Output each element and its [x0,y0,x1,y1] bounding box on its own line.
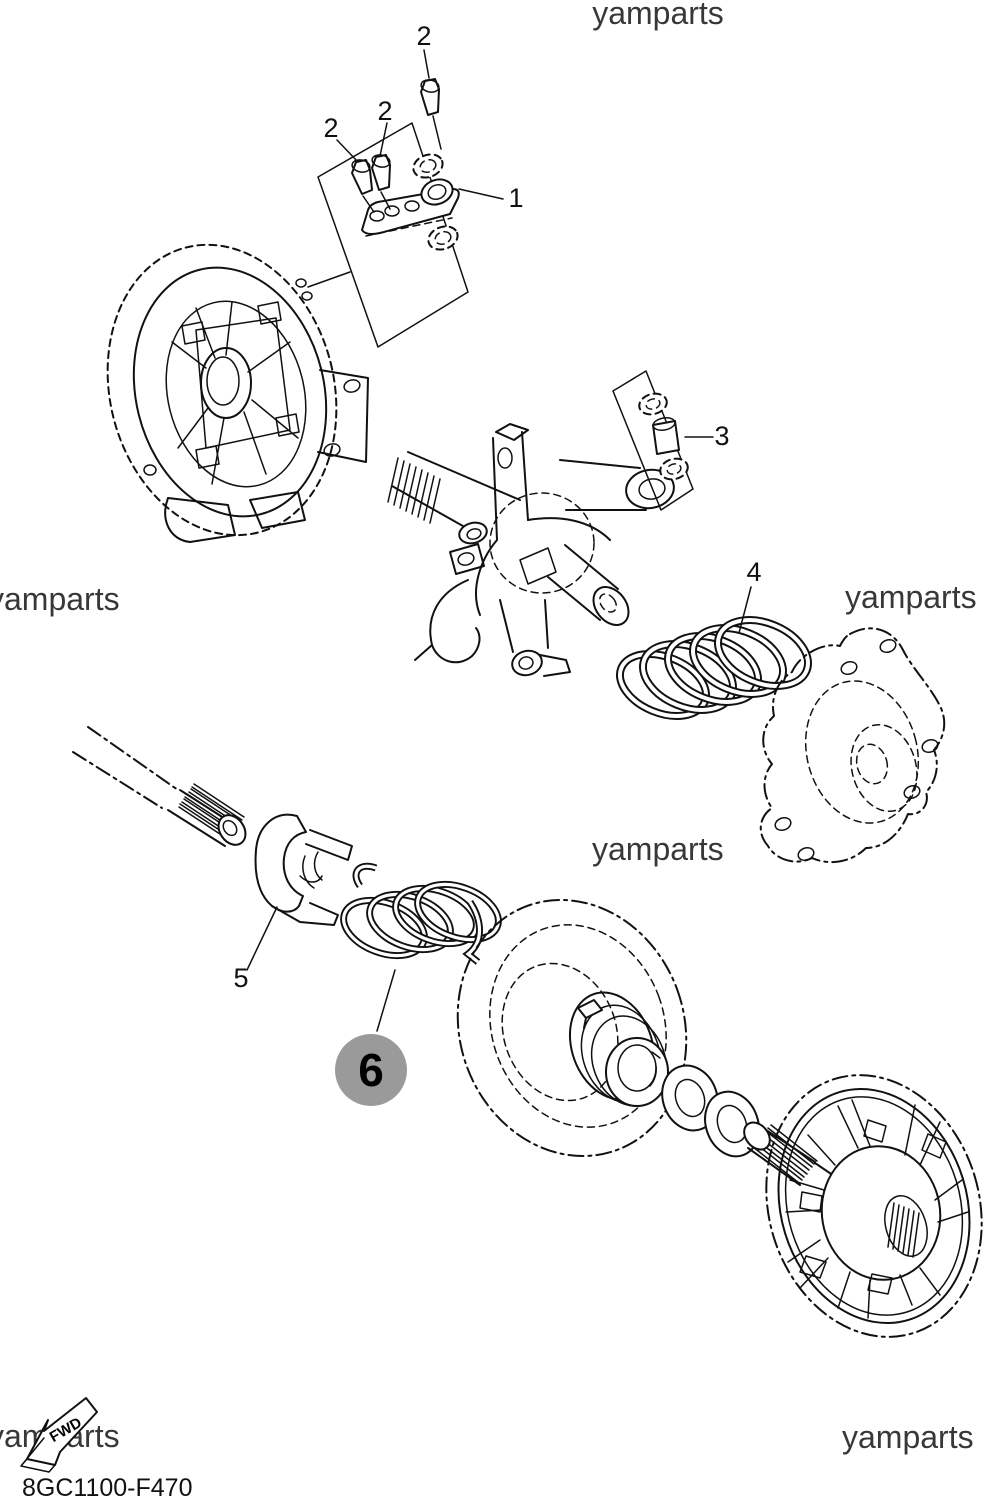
part-label-1: 1 [508,183,523,213]
watermark-top: yamparts [592,0,724,31]
watermark-mid-right: yamparts [845,579,977,615]
part-code: 8GC1100-F470 [22,1474,192,1502]
part-badge-6-label: 6 [358,1044,384,1096]
spring-seat-drawing [254,813,353,926]
primary-sheave-drum-drawing [106,243,369,543]
part-label-2-mid: 2 [377,96,392,126]
weight-bracket-panel-drawing [317,78,469,348]
washer-drawing [661,1064,760,1158]
part-label-2-top: 2 [416,21,431,51]
spider-hub-drawing [387,423,675,677]
fan-wheel-drawing [743,1074,983,1338]
callouts: 2 2 2 1 3 4 5 6 [233,21,762,1106]
watermark-bottom-right: yamparts [842,1419,974,1455]
watermark-center: yamparts [592,831,724,867]
spacer-panel-drawing [612,370,694,511]
part-badge-6-circle[interactable] [335,1034,407,1106]
part-label-3: 3 [714,421,729,451]
shaft-drawing [72,726,247,847]
torsion-spring-drawing [340,862,502,965]
bolt-drawing [351,78,440,195]
sheave-disc-drawing [456,898,688,1158]
part-label-5: 5 [233,963,248,993]
cover-drawing [759,627,946,864]
part-label-2-left: 2 [323,113,338,143]
compression-spring-drawing [615,616,813,720]
part-badge-6[interactable]: 6 [335,1034,407,1106]
part-label-4: 4 [746,557,761,587]
watermark-mid-left: yamparts [0,581,120,617]
